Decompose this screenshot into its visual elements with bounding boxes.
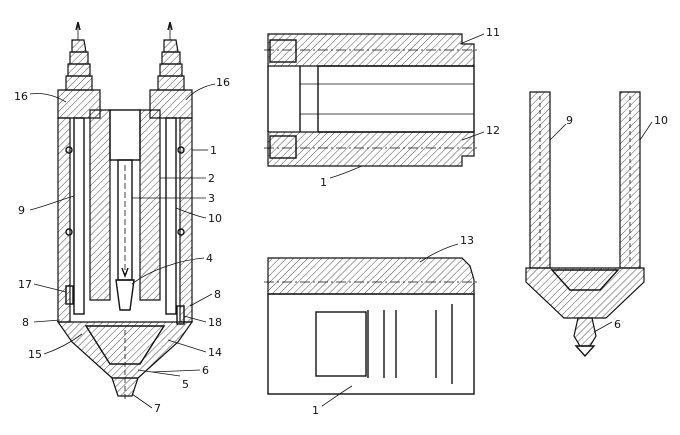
housing-groove: [315, 311, 367, 377]
reference-labels: 16 16 1 2 3 9 10 4 17 8 8 18 15 14 5 6 7…: [14, 26, 668, 417]
label-17: 17: [18, 278, 32, 291]
insert-17: [65, 285, 74, 305]
label-8-left: 8: [22, 316, 29, 329]
label-8-right: 8: [214, 288, 221, 301]
label-15: 15: [28, 348, 42, 361]
central-body-right: [139, 109, 161, 301]
label-10-main: 10: [208, 212, 222, 225]
o-ring: [177, 228, 185, 236]
insert-nozzle-tip: [573, 317, 597, 347]
o-ring: [177, 146, 185, 154]
nozzle-assembly-view: [56, 21, 194, 400]
central-bore-top: [109, 109, 141, 161]
label-6-insert: 6: [614, 318, 621, 331]
label-4: 4: [206, 252, 213, 265]
nozzle-inner: [84, 325, 166, 365]
label-12: 12: [486, 124, 500, 137]
label-18: 18: [208, 316, 222, 329]
label-2: 2: [208, 172, 215, 185]
electrode-tip: [115, 279, 135, 311]
housing-top-section: [267, 33, 475, 67]
label-5: 5: [182, 378, 189, 391]
insert-base-cone: [525, 267, 645, 319]
label-14: 14: [208, 346, 222, 359]
housing-wall-right: [179, 117, 193, 323]
port-lower: [269, 135, 297, 159]
housing-bottom-section: [267, 131, 475, 167]
label-7: 7: [154, 402, 161, 415]
label-9-insert: 9: [566, 114, 573, 127]
port-upper: [269, 39, 297, 63]
label-1-lower: 1: [312, 404, 319, 417]
central-body-left: [89, 109, 111, 301]
tube-right: [165, 117, 177, 315]
o-ring: [65, 228, 73, 236]
label-16-left: 16: [14, 90, 28, 103]
tube-left: [73, 117, 85, 315]
label-13: 13: [460, 234, 474, 247]
label-6-main: 6: [202, 364, 209, 377]
leader-lines: [29, 33, 653, 409]
insert-view: [525, 91, 645, 358]
left-hose-barb: [65, 21, 93, 91]
label-10-insert: 10: [654, 114, 668, 127]
housing-lower-section: [267, 257, 475, 295]
housing-lower-body: [267, 293, 475, 395]
o-ring: [65, 146, 73, 154]
label-9-main: 9: [18, 204, 25, 217]
label-3: 3: [208, 192, 215, 205]
label-11: 11: [486, 26, 500, 39]
label-1-upper: 1: [320, 176, 327, 189]
housing-part-bottom-view: [264, 257, 478, 395]
label-1-main: 1: [210, 144, 217, 157]
label-16-right: 16: [216, 76, 230, 89]
right-hose-barb: [157, 21, 185, 91]
housing-part-top-view: [264, 33, 478, 167]
